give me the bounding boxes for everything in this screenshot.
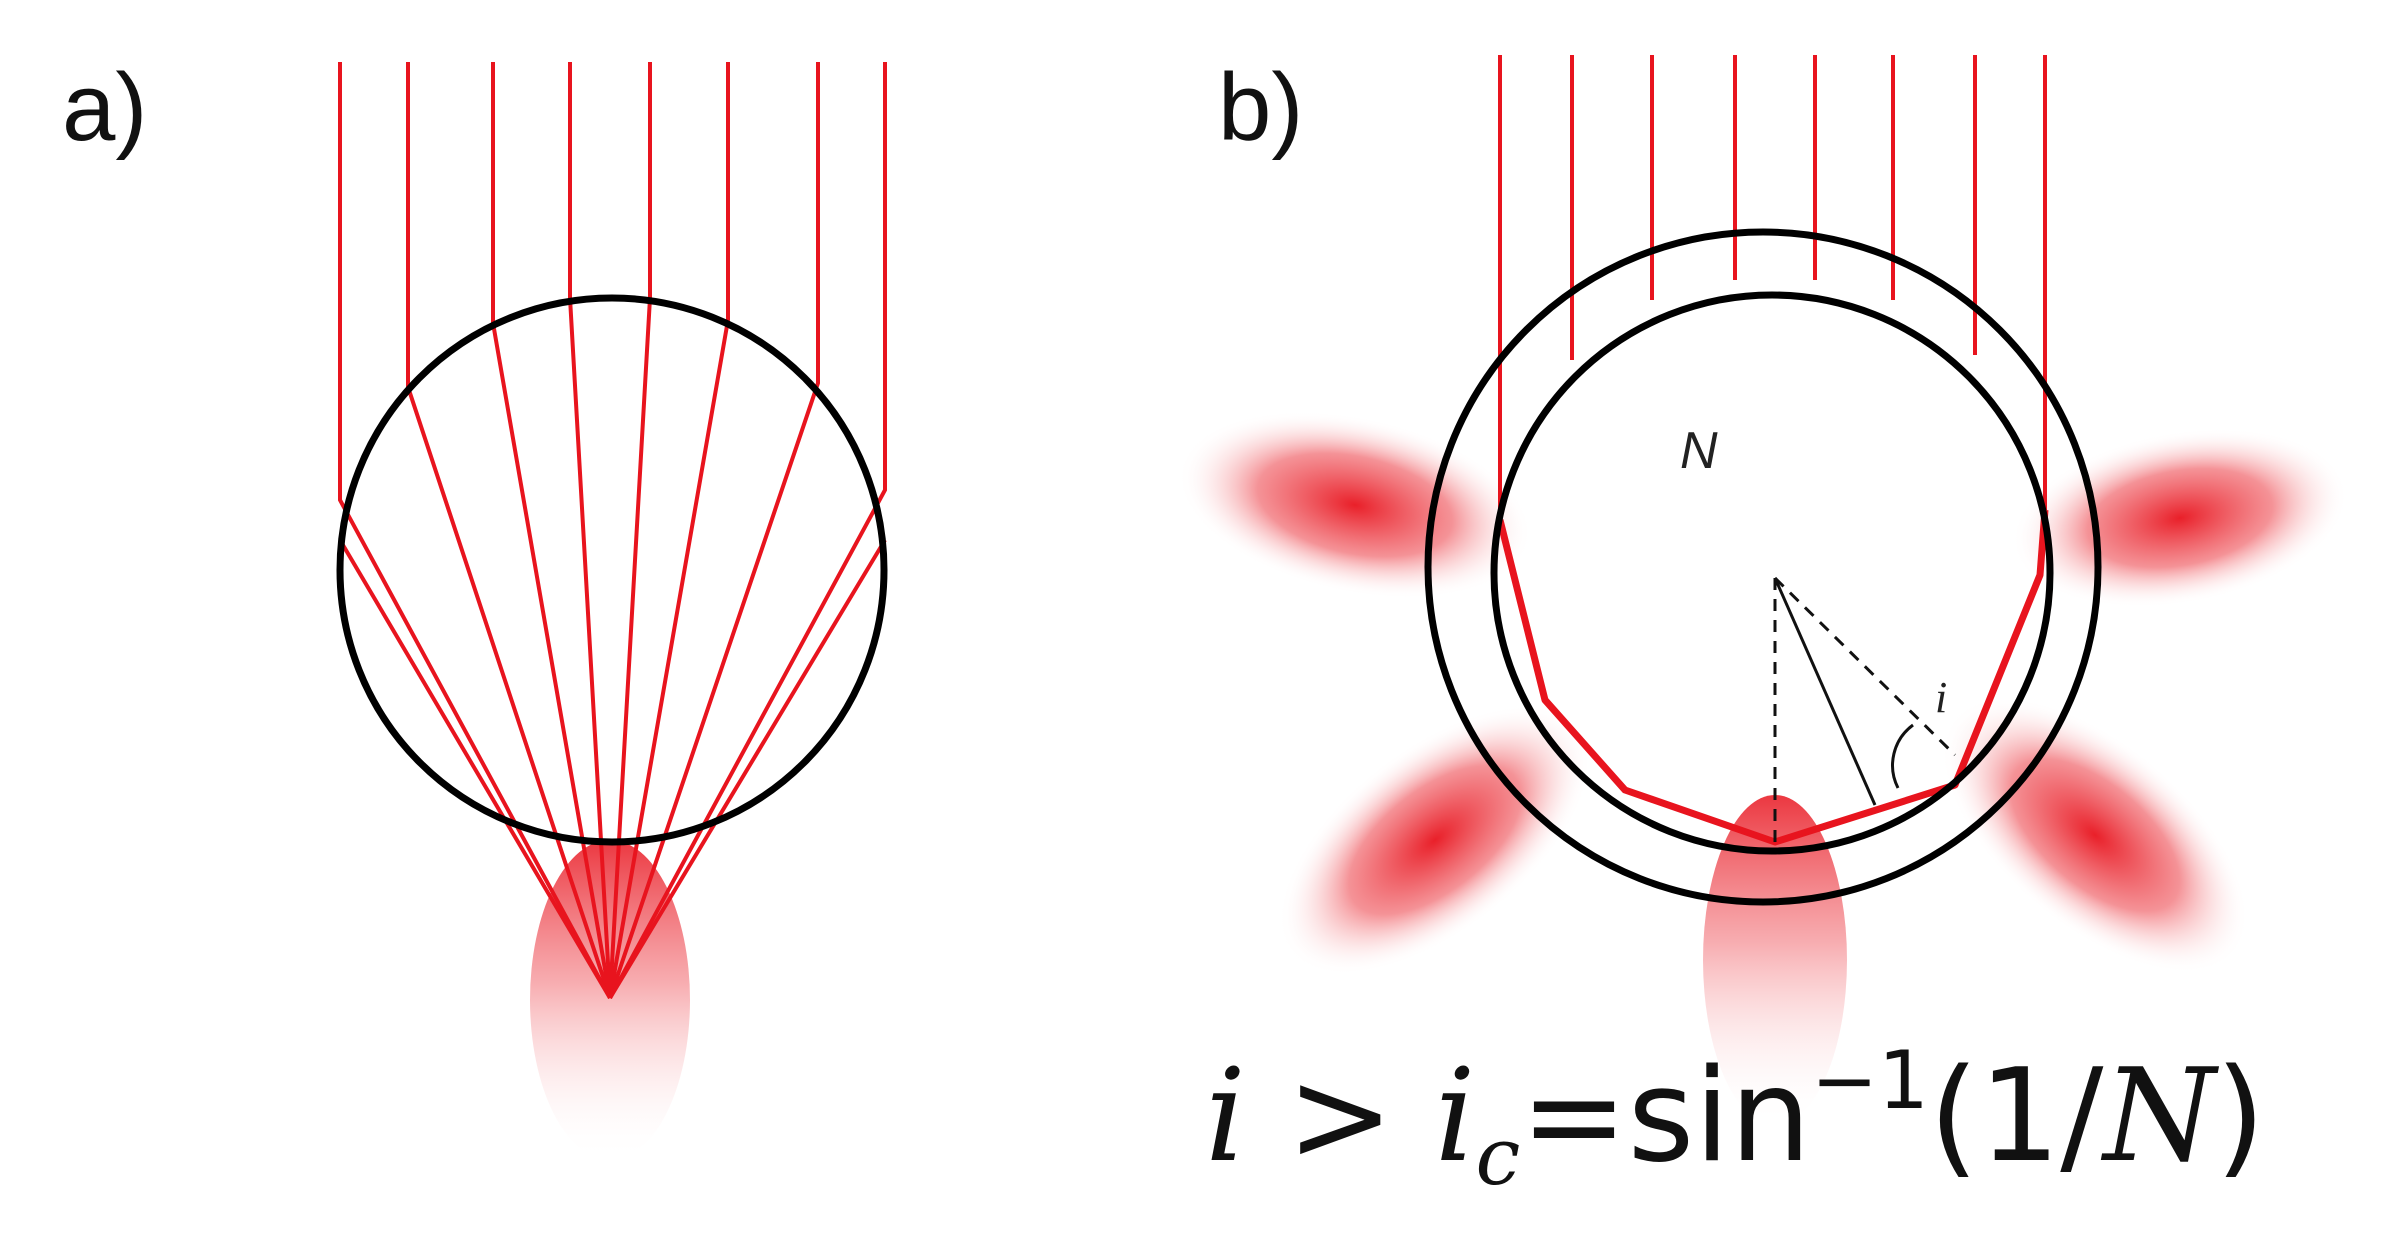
panel-b-inner-circle [1490,291,2054,855]
formula-sup: −1 [1811,1034,1929,1127]
panel-b-angle-label: i [1935,673,1947,722]
glow-lobe-left-upper [1177,411,1533,599]
formula-N: N [2100,1042,2219,1191]
ray [608,538,887,1000]
panel-b: b) [1177,54,2349,1125]
ray [338,62,612,999]
panel-b-geometry [1773,576,1957,842]
formula-gt: > [1246,1042,1435,1191]
glow-lobe-bottom [1703,795,1847,1125]
panel-b-glow-lobes [1177,411,2349,1125]
panel-a-label: a) [62,54,147,161]
panel-b-outer-circle [1424,228,2102,906]
solid-radius [1773,577,1877,806]
panel-b-label: b) [1218,54,1303,161]
glow-lobe-left-lower [1278,704,1592,976]
formula-open: (1/ [1929,1042,2104,1191]
panel-a-sphere [336,294,888,846]
panel-b-refractive-index-label: N [1680,422,1718,480]
dashed-radius-normal [1773,576,1957,757]
formula-eq-sin: =sin [1520,1042,1811,1191]
glow-lobe-right-lower [1941,696,2249,974]
ray [608,62,820,999]
incidence-angle-arc [1891,723,1914,789]
ray [608,62,730,999]
critical-angle-formula: i > ic=sin−1(1/N) [1205,1034,2265,1203]
formula-ic-base: i [1435,1042,1476,1191]
panel-a-focus-glow [530,840,690,1160]
ray [338,538,612,1000]
formula-ic-sub: c [1476,1110,1521,1203]
formula-i: i [1205,1042,1246,1191]
panel-a: a) [62,54,888,1160]
formula-close: ) [2215,1042,2265,1191]
